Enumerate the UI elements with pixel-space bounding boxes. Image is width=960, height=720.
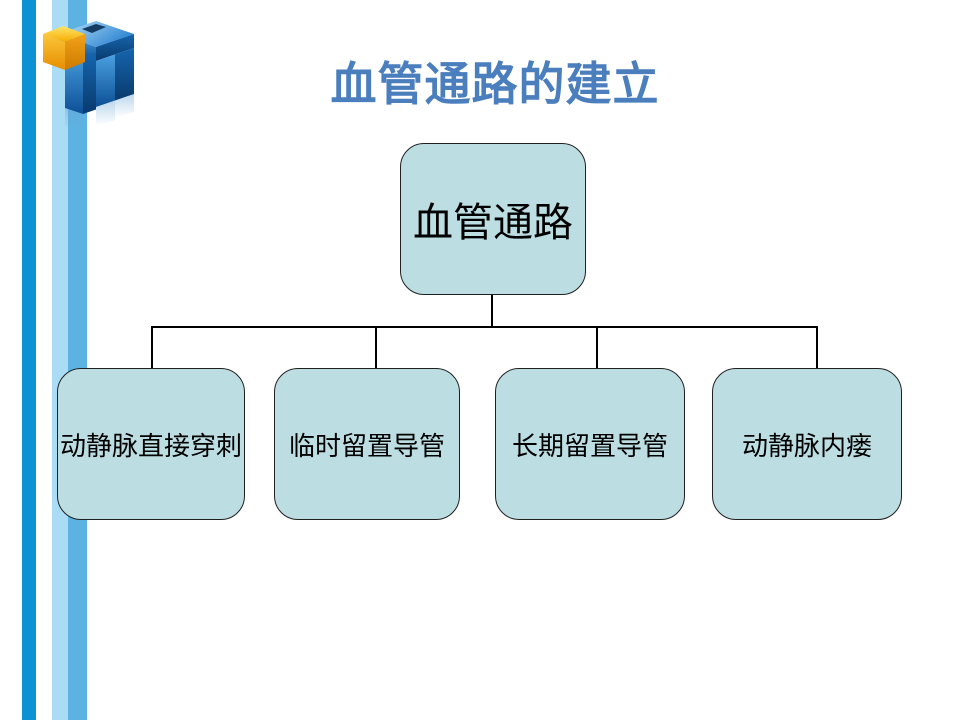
connector-drop-4 [816, 327, 818, 369]
org-node-root: 血管通路 [400, 143, 586, 295]
connector-drop-3 [596, 327, 598, 369]
connector-drop-1 [151, 327, 153, 369]
connector-root-vertical [491, 295, 493, 327]
org-node-child-1-label: 动静脉直接穿刺 [59, 431, 242, 462]
org-node-root-label: 血管通路 [413, 200, 573, 246]
org-node-child-2-label: 临时留置导管 [288, 431, 445, 462]
left-stripe-dark [22, 0, 36, 720]
cubes-logo-icon [43, 21, 134, 132]
left-stripe-mid [68, 0, 87, 720]
org-node-child-4: 动静脉内瘘 [712, 368, 902, 520]
connector-horizontal [151, 326, 818, 328]
org-node-child-4-label: 动静脉内瘘 [741, 431, 872, 462]
connector-drop-2 [375, 327, 377, 369]
org-node-child-1: 动静脉直接穿刺 [57, 368, 245, 520]
org-node-child-3-label: 长期留置导管 [511, 431, 668, 462]
org-node-child-3: 长期留置导管 [495, 368, 685, 520]
left-stripe-light [52, 0, 68, 720]
slide-title: 血管通路的建立 [330, 57, 660, 111]
org-node-child-2: 临时留置导管 [274, 368, 460, 520]
